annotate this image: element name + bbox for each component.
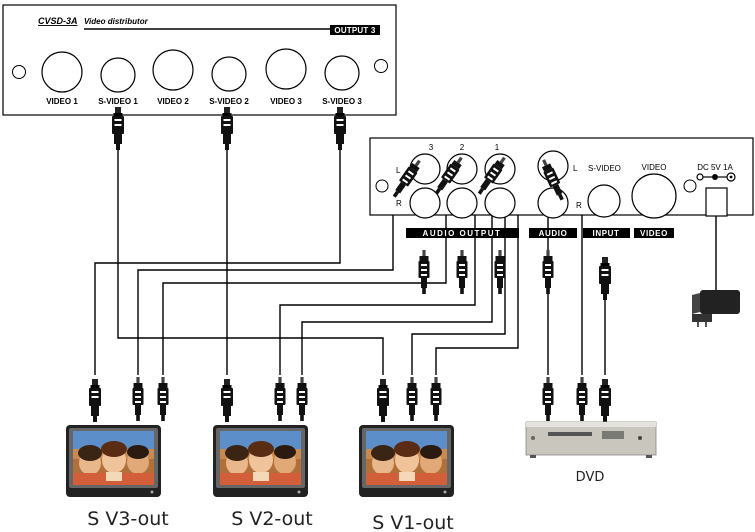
video-distributor-panel: CVSD-3A Video distributor OUTPUT 3 VIDEO… (2, 4, 397, 116)
s-video-input-label: S-VIDEO (588, 164, 621, 173)
power-rating-label: DC 5V 1A (697, 163, 733, 172)
port-label: VIDEO 3 (270, 97, 302, 106)
tv-2-icon (213, 425, 308, 497)
port-label: S-VIDEO 3 (322, 97, 362, 106)
channel-2-label: 2 (460, 143, 465, 152)
video-input-label: VIDEO (642, 163, 667, 172)
right-channel-label: R (396, 199, 402, 208)
audio-badge: AUDIO (539, 229, 568, 238)
input-badge: INPUT (593, 229, 620, 238)
power-adapter-icon (692, 290, 740, 327)
dvd-player-icon (525, 421, 657, 458)
tv-1-icon (359, 425, 454, 497)
output-3-badge (330, 25, 380, 35)
device-plugs (89, 377, 611, 422)
distributor-subtitle: Video distributor (84, 17, 149, 26)
input-left-label: L (573, 164, 578, 173)
tv-3-label: S V3-out (87, 508, 169, 530)
s-video-2-jack[interactable] (211, 56, 247, 92)
video-badge: VIDEO (640, 229, 668, 238)
audio-out-3-r-jack[interactable] (409, 187, 441, 219)
video-3-jack[interactable] (265, 48, 307, 90)
port-label: S-VIDEO 1 (98, 97, 138, 106)
rear-panel: 3 2 1 L R L R S-VIDEO VIDEO DC 5V 1A (369, 137, 754, 238)
channel-3-label: 3 (429, 143, 434, 152)
tv-3-icon (66, 425, 161, 497)
dvd-label: DVD (576, 470, 605, 485)
port-label: VIDEO 1 (46, 97, 78, 106)
video-1-jack[interactable] (41, 51, 83, 93)
s-video-1-jack[interactable] (100, 57, 136, 93)
tv-2-label: S V2-out (231, 508, 313, 530)
audio-out-2-r-jack[interactable] (446, 187, 478, 219)
port-label: S-VIDEO 2 (209, 97, 249, 106)
audio-in-r-jack[interactable] (537, 187, 569, 219)
channel-1-label: 1 (495, 143, 500, 152)
audio-output-badge: AUDIO OUTPUT (423, 229, 502, 238)
left-channel-label: L (396, 166, 401, 175)
audio-out-1-r-jack[interactable] (484, 187, 516, 219)
dc-polarity-icon (696, 172, 736, 182)
input-right-label: R (576, 201, 582, 210)
port-label: VIDEO 2 (157, 97, 189, 106)
s-video-3-jack[interactable] (324, 55, 360, 91)
dc-power-jack[interactable] (705, 187, 728, 217)
video-input-jack[interactable] (631, 173, 677, 219)
s-video-input-jack[interactable] (587, 184, 621, 218)
tv-1-label: S V1-out (372, 512, 454, 532)
distributor-model: CVSD-3A (38, 16, 78, 26)
video-2-jack[interactable] (152, 49, 194, 91)
output-3-label: OUTPUT 3 (334, 26, 376, 35)
